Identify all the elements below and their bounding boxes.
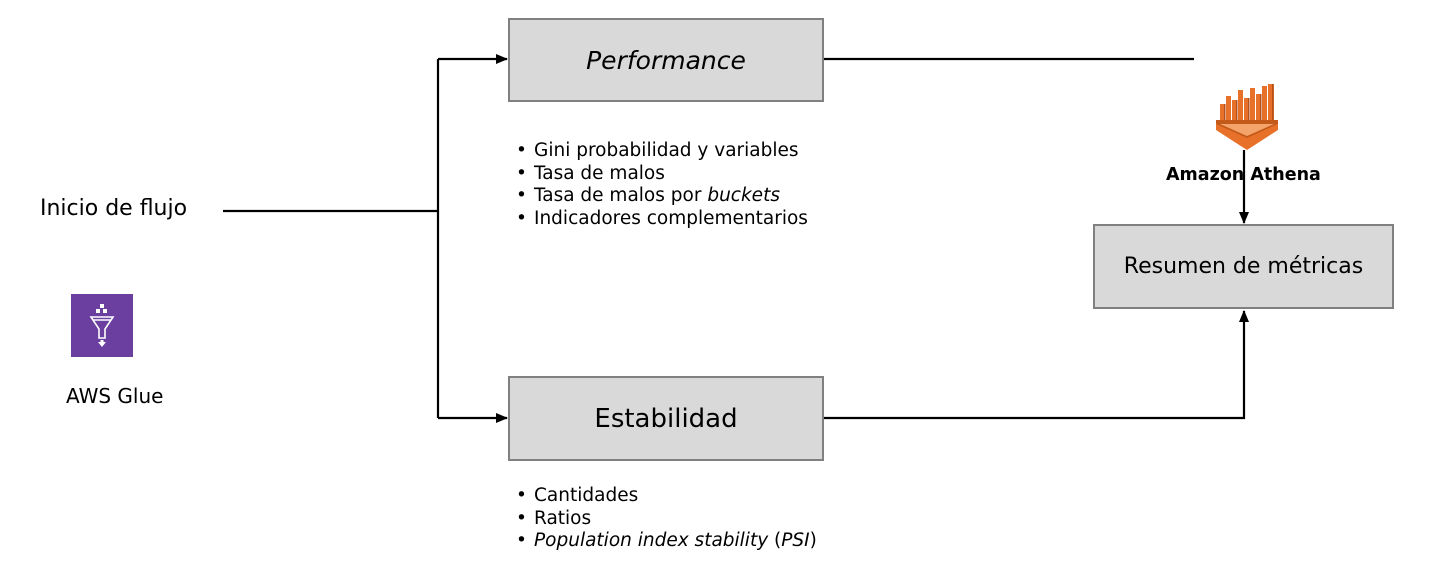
aws-glue-icon bbox=[71, 294, 133, 357]
performance-title: Performance bbox=[586, 45, 746, 75]
list-item: Cantidades bbox=[510, 485, 817, 508]
amazon-athena-icon bbox=[1216, 84, 1278, 150]
list-item: Tasa de malos por buckets bbox=[510, 185, 808, 208]
amazon-athena-label: Amazon Athena bbox=[1166, 165, 1321, 185]
start-label: Inicio de flujo bbox=[40, 196, 188, 221]
resumen-box: Resumen de métricas bbox=[1093, 224, 1394, 309]
estabilidad-box: Estabilidad bbox=[508, 376, 824, 461]
resumen-title: Resumen de métricas bbox=[1123, 254, 1364, 279]
list-item: Indicadores complementarios bbox=[510, 208, 808, 231]
aws-glue-label: AWS Glue bbox=[66, 384, 164, 408]
list-item: Tasa de malos bbox=[510, 163, 808, 186]
arrow-estabilidad-to-resumen bbox=[824, 310, 1249, 420]
performance-metrics-list: Gini probabilidad y variables Tasa de ma… bbox=[510, 140, 808, 230]
estabilidad-metrics-list: Cantidades Ratios Population index stabi… bbox=[510, 485, 817, 553]
estabilidad-title: Estabilidad bbox=[594, 403, 738, 434]
performance-box: Performance bbox=[508, 18, 824, 102]
list-item: Gini probabilidad y variables bbox=[510, 140, 808, 163]
list-item: Population index stability (PSI) bbox=[510, 530, 817, 553]
list-item: Ratios bbox=[510, 508, 817, 531]
